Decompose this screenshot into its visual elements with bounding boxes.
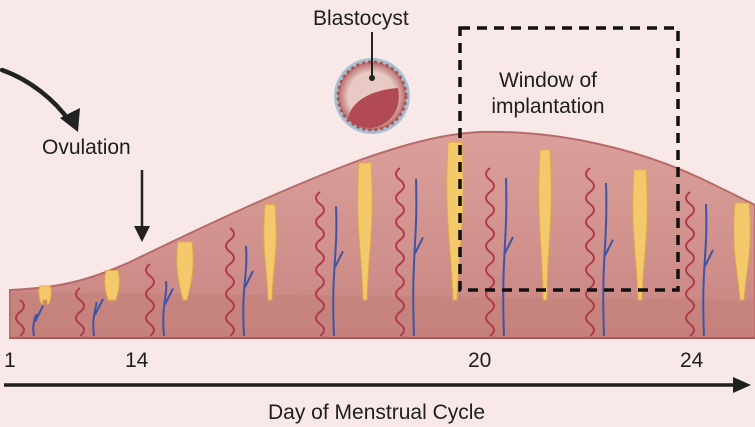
day-tick-20: 20 bbox=[468, 350, 491, 371]
day-tick-14: 14 bbox=[125, 350, 148, 371]
window-label-line-2: implantation bbox=[468, 94, 628, 120]
axis-arrow-head bbox=[733, 377, 751, 393]
blastocyst-label: Blastocyst bbox=[313, 8, 409, 29]
curved-arrow-icon bbox=[2, 70, 70, 122]
day-tick-24: 24 bbox=[680, 350, 703, 371]
basal-layer bbox=[10, 292, 755, 338]
down-arrow-head bbox=[134, 226, 150, 242]
blastocyst-icon bbox=[334, 32, 410, 134]
ovulation-label: Ovulation bbox=[42, 137, 131, 158]
window-of-implantation-label: Window of implantation bbox=[468, 68, 628, 120]
day-tick-1: 1 bbox=[4, 350, 16, 371]
gland bbox=[105, 271, 119, 301]
window-label-line-1: Window of bbox=[468, 68, 628, 94]
x-axis-title: Day of Menstrual Cycle bbox=[268, 402, 485, 423]
